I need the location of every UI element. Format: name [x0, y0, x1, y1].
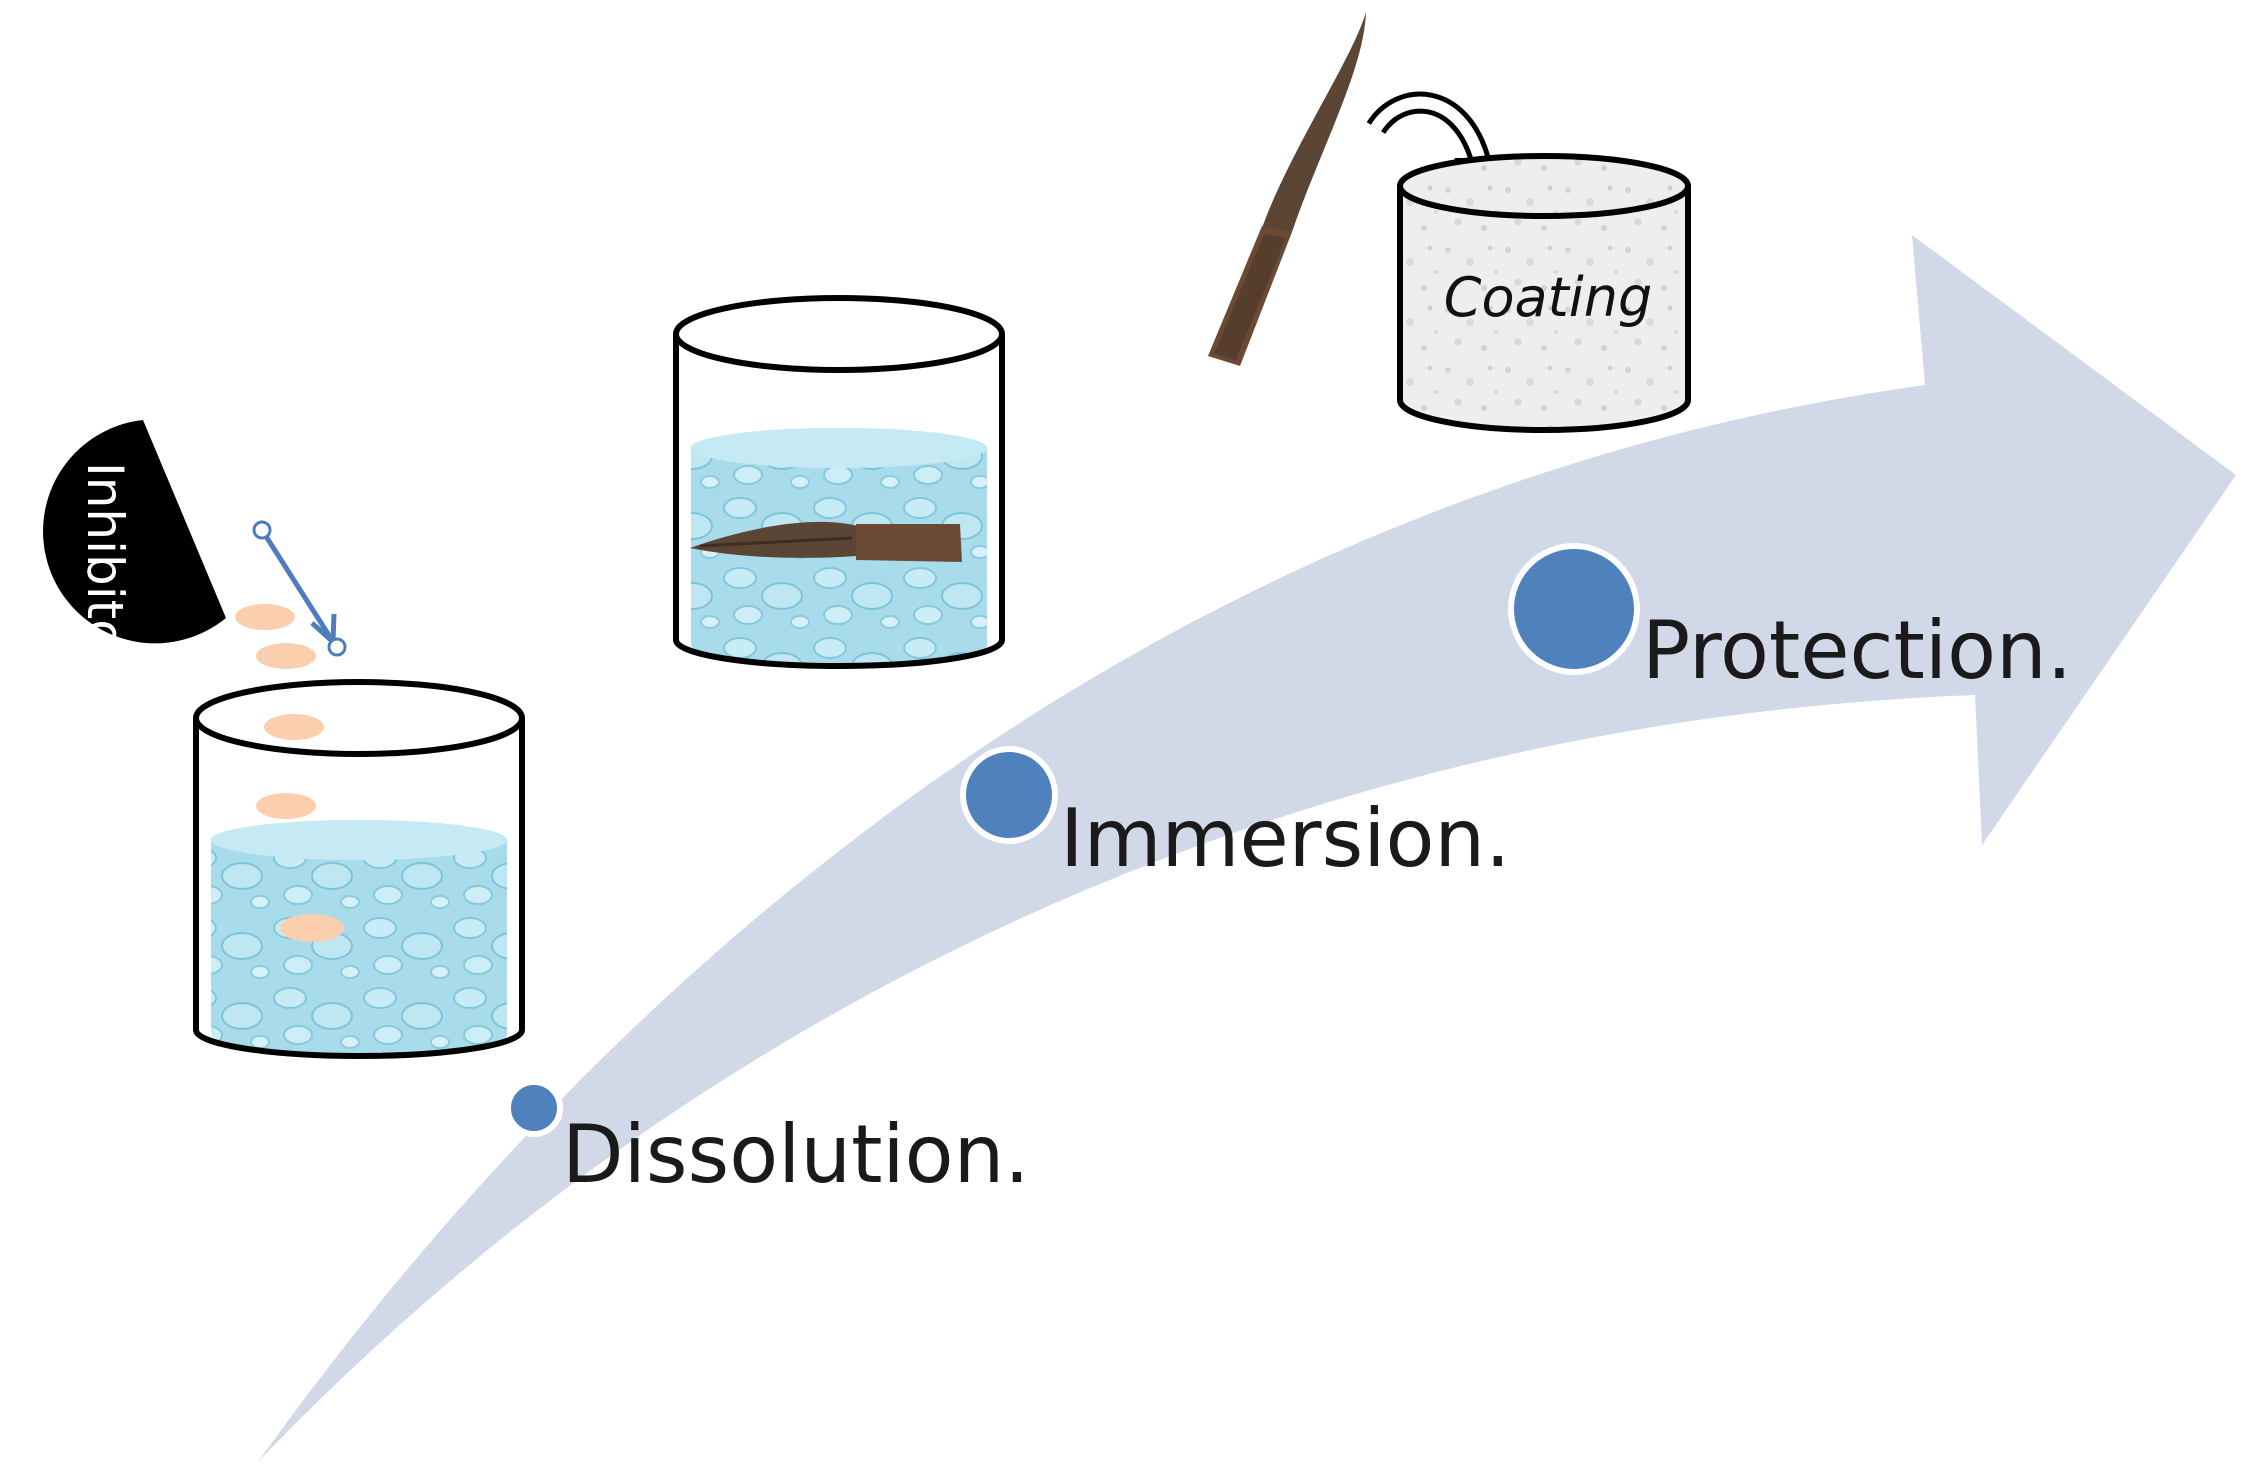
step-immersion: Immersion.: [960, 746, 1511, 885]
step-dot: [505, 1079, 563, 1137]
step-dissolution: Dissolution.: [505, 1079, 1030, 1201]
coating-label: Coating: [1444, 266, 1653, 329]
step-protection: Protection.: [1508, 543, 2072, 697]
step-dot: [1508, 543, 1640, 675]
artifact-spearhead: [1208, 12, 1366, 366]
step-label: Dissolution.: [562, 1108, 1030, 1201]
step-label: Immersion.: [1060, 792, 1511, 885]
process-arrow: [258, 235, 2236, 1462]
beaker-immersion: [673, 295, 1005, 669]
step-label: Protection.: [1642, 604, 2072, 697]
artifact-immersed: [690, 521, 962, 562]
inhibitor-particles: [235, 604, 324, 819]
dissolving-particle: [280, 914, 344, 942]
inhibitor-label: Inhibitor: [76, 462, 134, 671]
step-dot: [960, 746, 1058, 844]
coating-container: Coating: [1397, 153, 1691, 433]
beaker-dissolution: [193, 679, 525, 1059]
inhibitor-container: Inhibitor: [43, 420, 226, 671]
pointer-arrow: [252, 520, 347, 657]
